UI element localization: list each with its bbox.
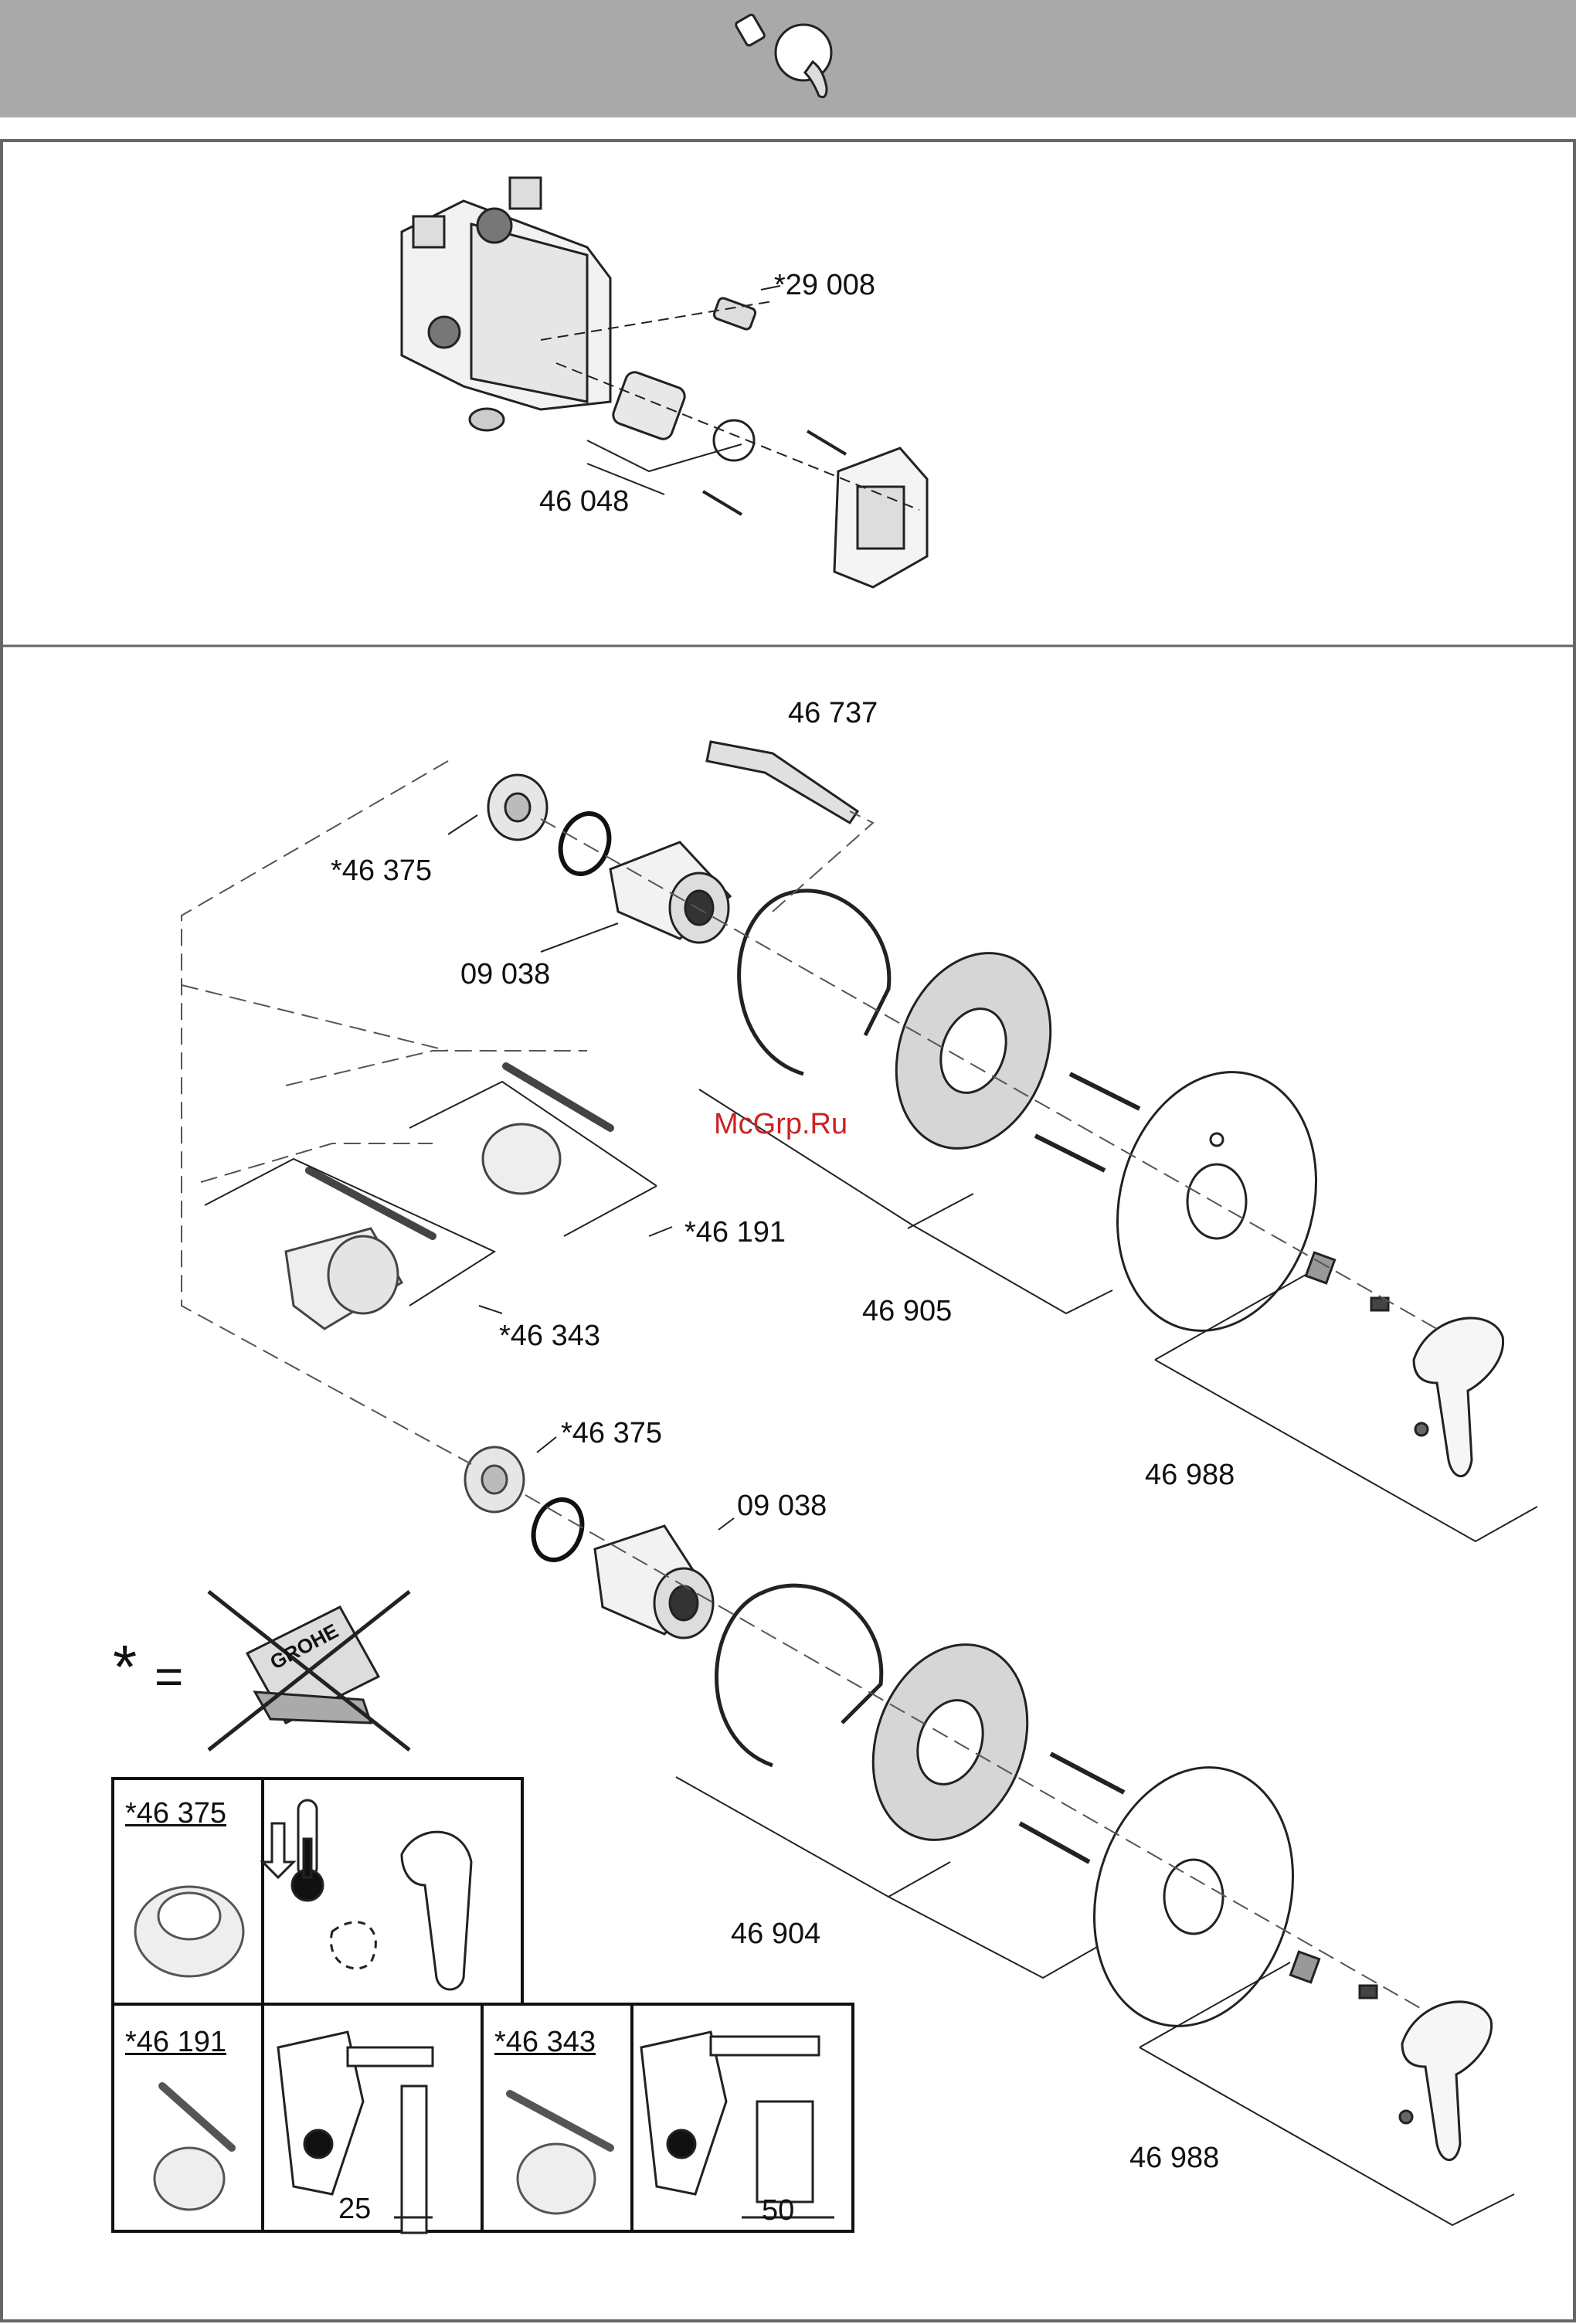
legend-star: * [113, 1636, 137, 1698]
install-depth-50-icon [641, 2032, 834, 2217]
cover-plate-a [1089, 1049, 1343, 1353]
label-part-46904: 46 904 [731, 1919, 820, 1949]
page-frame [2, 141, 1574, 2321]
cartridge-46737 [707, 742, 858, 823]
plug-small [470, 409, 504, 430]
screws-a [1035, 1074, 1140, 1170]
dimension-25: 25 [338, 2194, 371, 2224]
label-part-46375-a: *46 375 [331, 856, 432, 885]
sleeve-09038-b [595, 1526, 713, 1638]
table-cell-46375: *46 375 [125, 1799, 226, 1828]
watermark: McGrp.Ru [714, 1108, 847, 1141]
cartridge-46191 [483, 1066, 610, 1194]
cartridge-46343-thumb [510, 2094, 610, 2214]
temperature-handle-icon [263, 1800, 471, 1989]
lever-handle-46988-b [1400, 2002, 1492, 2160]
retaining-ring-b [717, 1585, 881, 1765]
label-part-46988-a: 46 988 [1145, 1460, 1235, 1490]
label-part-09038-a: 09 038 [460, 960, 550, 989]
table-cell-46191: *46 191 [125, 2027, 226, 2057]
info-table [113, 1779, 853, 2231]
table-cell-46343: *46 343 [494, 2027, 596, 2057]
diverter-46375-b [465, 1447, 524, 1512]
o-ring-b [525, 1493, 590, 1567]
cartridge-46191-thumb [155, 2086, 232, 2210]
label-part-46905: 46 905 [862, 1296, 952, 1326]
diverter-46375-a [488, 775, 547, 840]
cover-plate-b [1066, 1745, 1320, 2048]
lever-handle-46988-a [1414, 1318, 1503, 1476]
legend-equals: = [155, 1652, 183, 1701]
label-part-09038-b: 09 038 [737, 1491, 827, 1520]
mounting-plate [834, 448, 927, 587]
label-part-46048: 46 048 [539, 487, 629, 516]
label-part-46737: 46 737 [788, 698, 878, 728]
faucet-parts-icon [735, 14, 831, 97]
rough-in-valve-body [402, 178, 610, 409]
plug-29008 [713, 297, 757, 330]
label-part-46375-b: *46 375 [561, 1419, 662, 1448]
no-packaging-icon [209, 1592, 409, 1750]
label-part-46988-b: 46 988 [1129, 2143, 1219, 2173]
label-part-46191: *46 191 [684, 1218, 786, 1247]
retaining-ring-a [739, 891, 889, 1074]
escutcheon-base-46905 [870, 931, 1076, 1170]
dimension-50: 50 [762, 2196, 794, 2225]
label-part-46343: *46 343 [499, 1321, 600, 1351]
label-part-29008: *29 008 [774, 270, 875, 300]
diverter-46375-thumb [135, 1887, 243, 1976]
